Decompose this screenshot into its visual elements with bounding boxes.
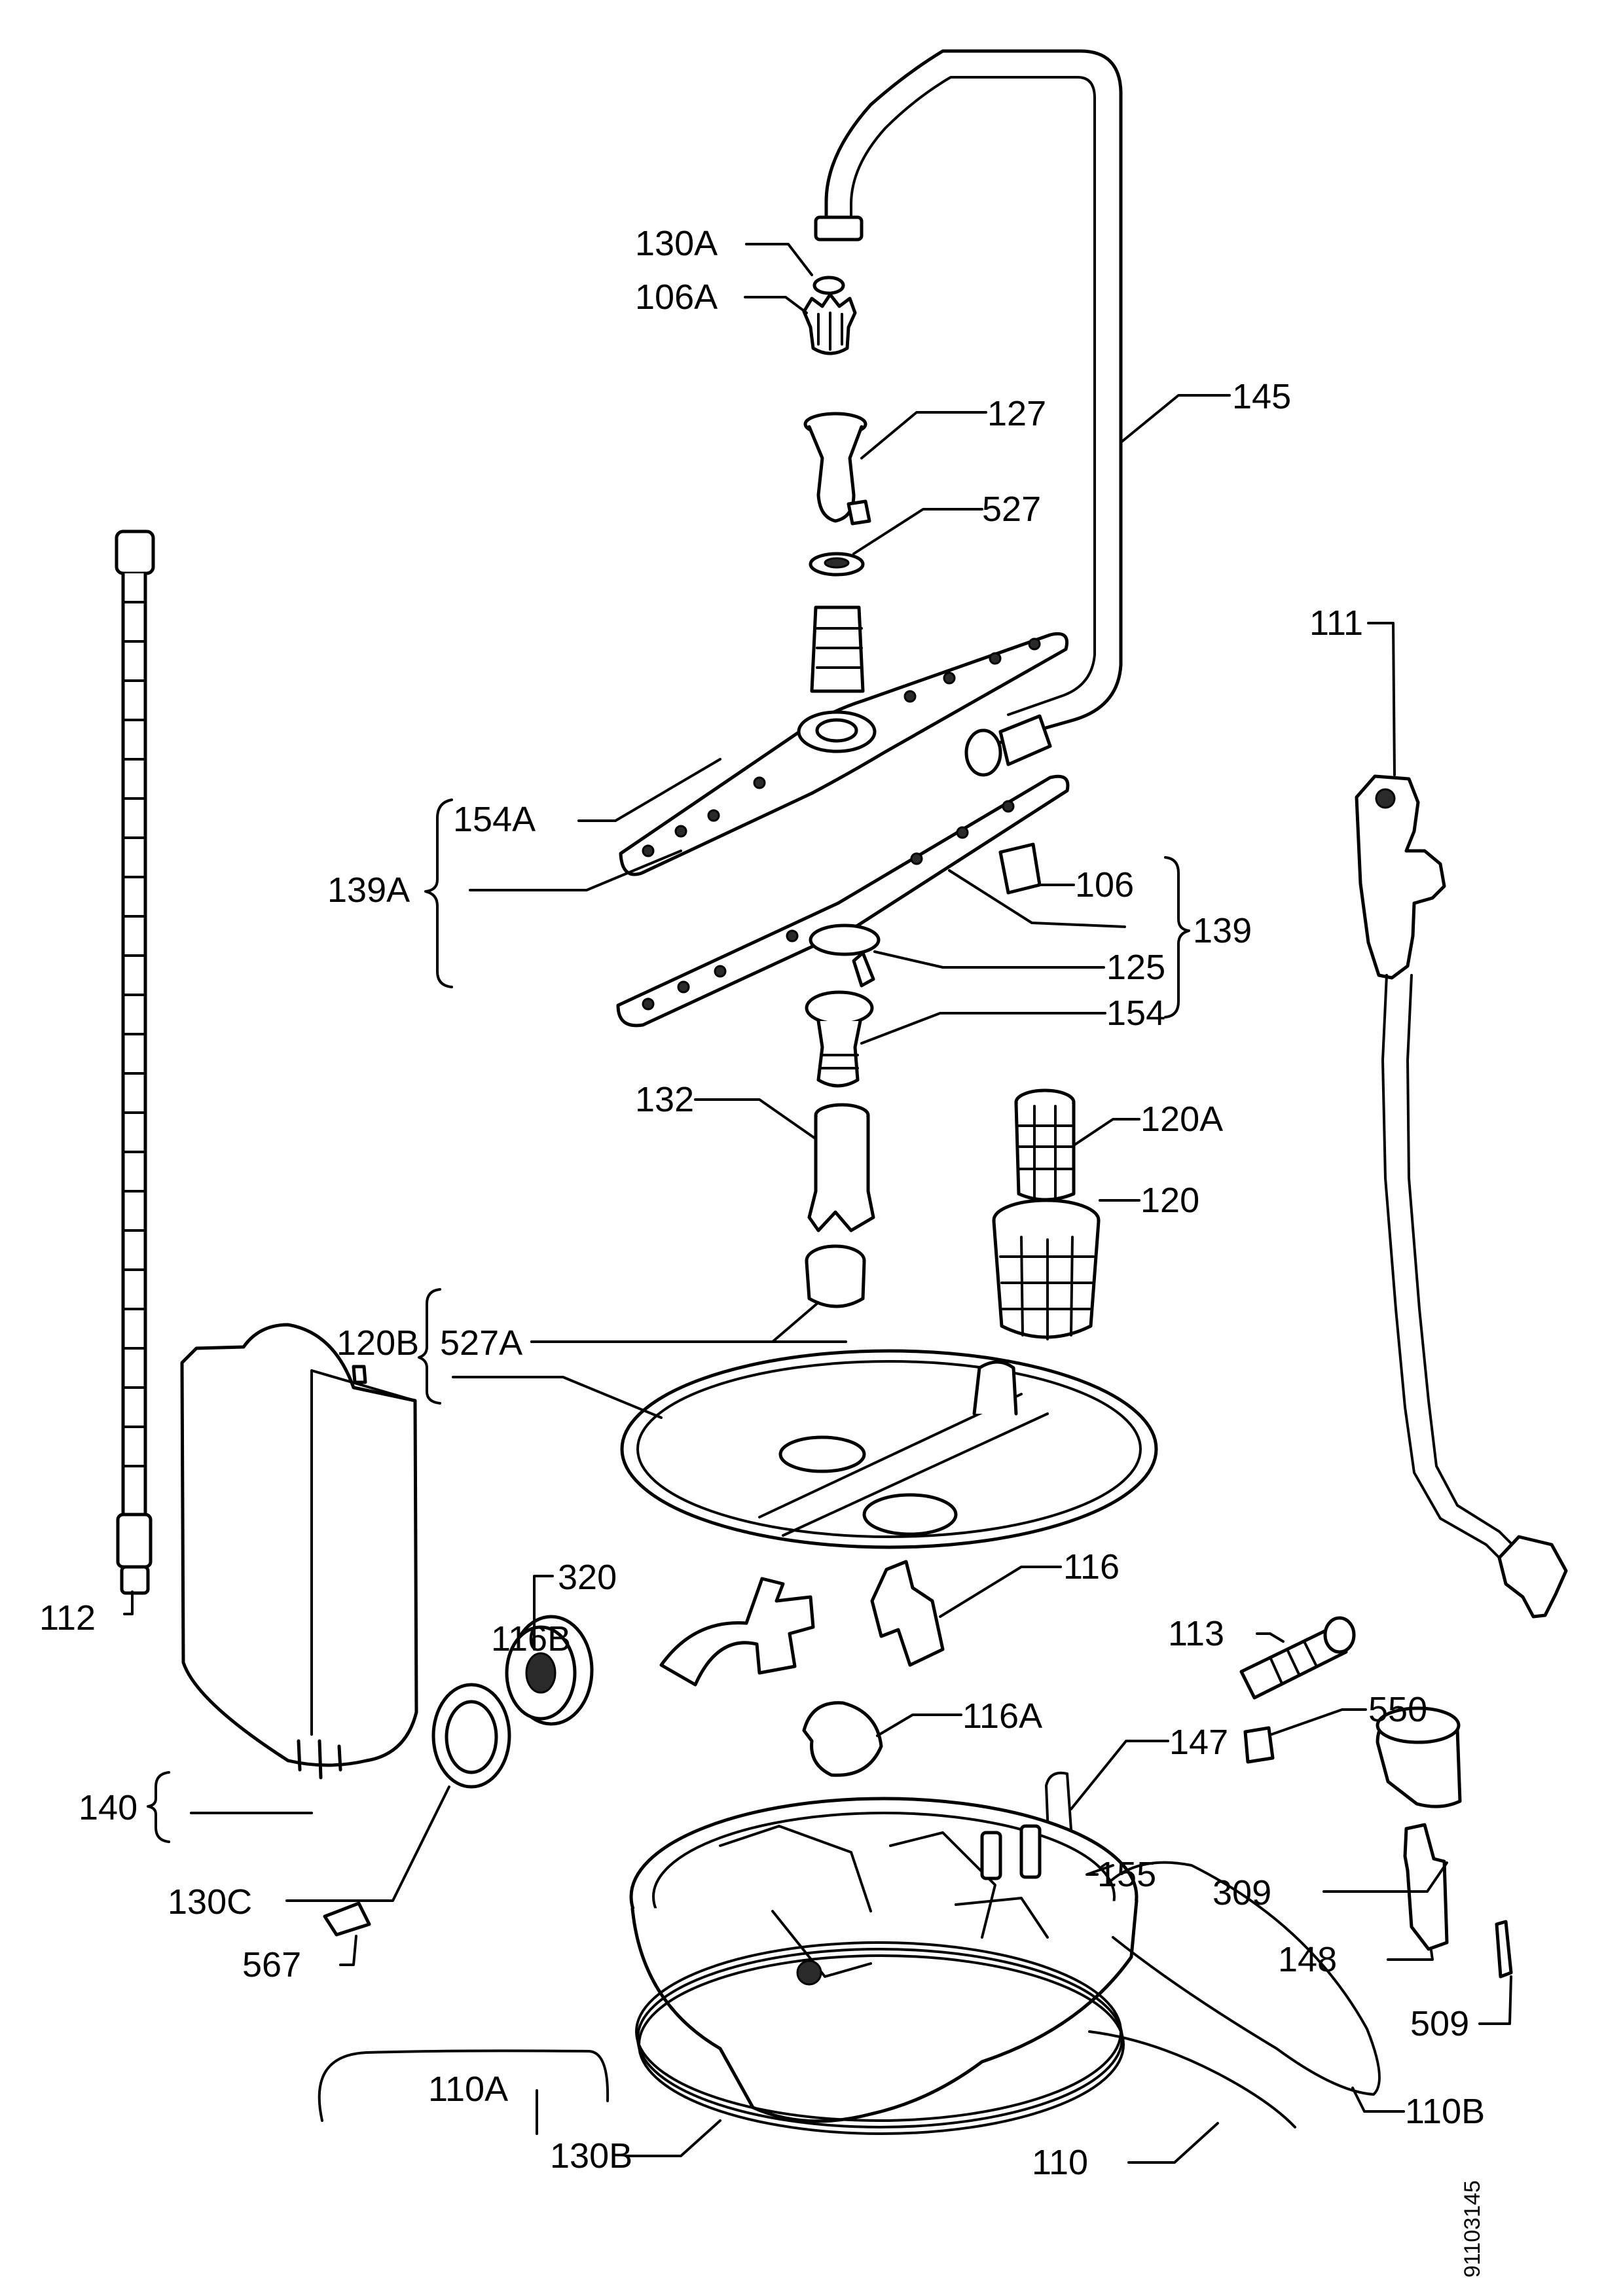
leader-lines — [123, 243, 1512, 2164]
drain-111 — [1355, 774, 1568, 1619]
latch-567 — [323, 1901, 371, 1937]
block-550 — [1243, 1726, 1275, 1764]
label-110: 110 — [1032, 2143, 1088, 2182]
label-527: 527 — [982, 490, 1041, 529]
fitting-116b — [659, 1577, 815, 1687]
nut-106a — [802, 293, 857, 355]
hose-110 — [1088, 2030, 1296, 2128]
filter-120 — [992, 1198, 1101, 1340]
label-140: 140 — [79, 1788, 137, 1827]
label-116: 116 — [1063, 1547, 1120, 1587]
label-116a: 116A — [962, 1696, 1042, 1736]
valve-320 — [505, 1615, 594, 1726]
label-130a: 130A — [635, 224, 718, 263]
connector-127 — [803, 412, 871, 526]
fitting-116a — [802, 1701, 883, 1777]
label-111: 111 — [1309, 603, 1363, 643]
filter-120a — [1014, 1088, 1076, 1202]
label-130c: 130C — [168, 1882, 252, 1922]
label-567: 567 — [242, 1945, 301, 1984]
label-113: 113 — [1168, 1614, 1224, 1653]
pipe-145 — [814, 49, 1123, 777]
label-127: 127 — [987, 394, 1046, 433]
label-106a: 106A — [635, 278, 718, 317]
label-120a: 120A — [1140, 1100, 1223, 1139]
o-ring-130a — [812, 276, 845, 295]
upper-spray-arm-154a — [619, 605, 1068, 876]
label-527a: 527A — [440, 1323, 522, 1363]
label-155: 155 — [1097, 1855, 1156, 1894]
part-labels: 130A 106A 127 145 527 111 154A 139A 106 … — [39, 224, 1485, 2278]
label-120b: 120B — [337, 1323, 419, 1363]
hook-147 — [1045, 1771, 1074, 1852]
label-116b: 116B — [491, 1619, 571, 1659]
hub-154 — [805, 990, 874, 1088]
label-112: 112 — [39, 1598, 96, 1638]
label-106: 106 — [1075, 865, 1134, 905]
hose-112 — [115, 529, 155, 1595]
label-320: 320 — [558, 1558, 617, 1597]
lower-spray-arm-139 — [616, 774, 1070, 1028]
hose-110b — [1108, 1861, 1381, 2096]
bearing-527 — [809, 552, 865, 577]
part-309 — [1376, 1706, 1462, 1808]
label-132: 132 — [635, 1080, 694, 1119]
label-110b: 110B — [1405, 2092, 1485, 2131]
label-550: 550 — [1368, 1690, 1427, 1729]
bearing-527a — [805, 1244, 866, 1308]
fitting-116 — [870, 1560, 945, 1667]
tube-132 — [807, 1103, 875, 1232]
clip-106 — [998, 842, 1042, 895]
sump-155 — [629, 1797, 1139, 2123]
label-139a: 139A — [327, 870, 410, 910]
document-id: 91103145 — [1460, 2180, 1485, 2278]
seal-130c — [431, 1683, 511, 1789]
group-braces — [147, 798, 1190, 1843]
hose-110a — [318, 2049, 610, 2122]
label-309: 309 — [1213, 1873, 1271, 1912]
label-130b: 130B — [550, 2136, 632, 2176]
label-125: 125 — [1106, 948, 1165, 987]
label-147: 147 — [1169, 1723, 1228, 1762]
tank-140 — [180, 1323, 418, 1780]
pipe-113 — [1239, 1616, 1356, 1700]
label-120: 120 — [1140, 1181, 1199, 1220]
label-139: 139 — [1193, 911, 1252, 950]
filter-plate-120b — [620, 1349, 1158, 1549]
label-154a: 154A — [453, 800, 536, 839]
label-509: 509 — [1410, 2004, 1469, 2043]
label-145: 145 — [1232, 377, 1291, 416]
clip-509 — [1495, 1920, 1513, 1979]
label-154: 154 — [1106, 994, 1165, 1033]
label-148: 148 — [1278, 1940, 1337, 1979]
clamp-125 — [809, 924, 881, 988]
label-110a: 110A — [428, 2070, 508, 2109]
bracket-148 — [1403, 1823, 1449, 1951]
